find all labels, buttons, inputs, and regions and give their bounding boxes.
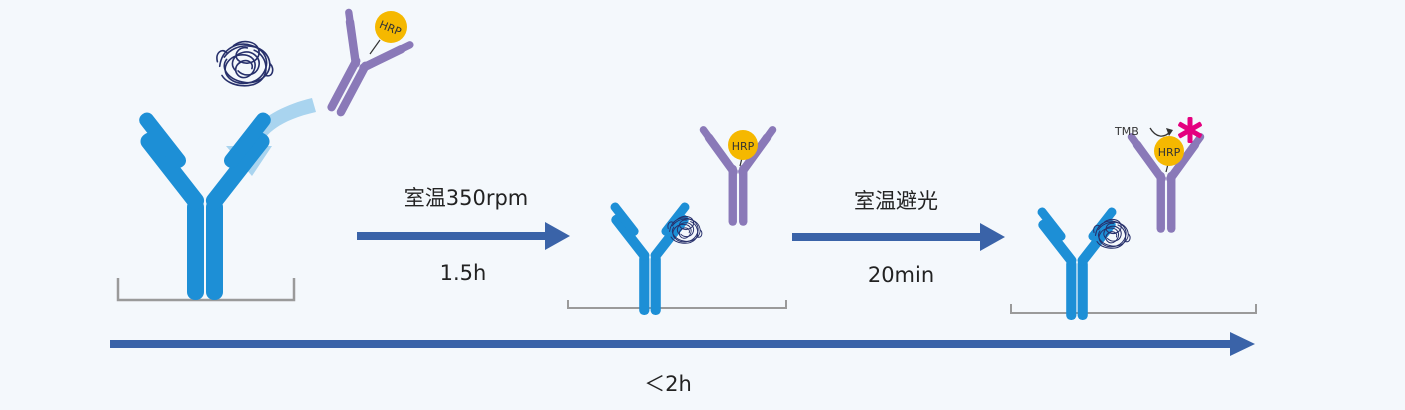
flow-arrow-2 <box>792 223 1005 251</box>
total-time-arrow <box>110 332 1255 356</box>
step1-time: 1.5h <box>440 261 487 285</box>
plate-well-3 <box>1010 304 1257 314</box>
plate-well-2 <box>567 300 787 309</box>
detection-antibody-3: HRP <box>1126 131 1206 233</box>
hrp-badge <box>1154 136 1184 166</box>
hrp-label: HRP <box>732 140 755 153</box>
hrp-label: HRP <box>1158 146 1181 159</box>
tmb-arrow <box>1149 127 1173 137</box>
step1-condition: 室温350rpm <box>404 186 529 210</box>
plate-well-1 <box>116 278 296 302</box>
step2-condition: 室温避光 <box>854 189 938 213</box>
capture-antibody-3 <box>1035 205 1119 320</box>
tmb-label: TMB <box>1114 125 1139 138</box>
detection-antibody-2: HRP <box>698 124 778 226</box>
asterisk-icon <box>1178 117 1202 143</box>
total-time-label: ＜2h <box>644 372 692 396</box>
detection-antibody-floating: HRP <box>299 5 417 133</box>
antigen-icon <box>216 40 274 87</box>
capture-antibody-1 <box>136 109 274 301</box>
hrp-badge <box>375 11 407 43</box>
hrp-badge <box>728 130 758 160</box>
flow-arrow-1 <box>357 222 570 250</box>
step2-time: 20min <box>868 263 934 287</box>
